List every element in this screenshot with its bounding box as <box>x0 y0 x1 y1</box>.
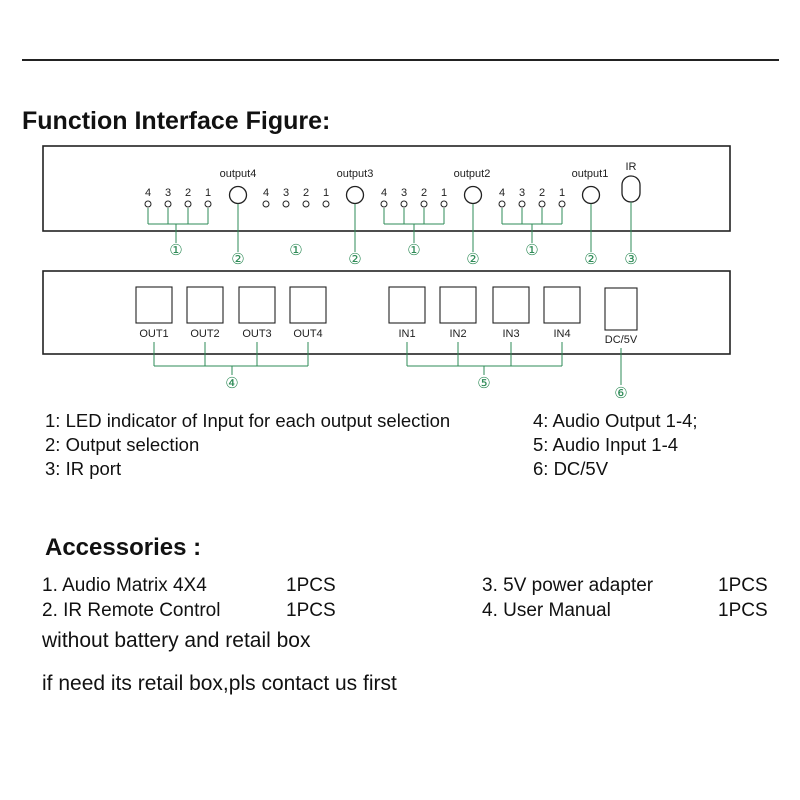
led-number-label: 1 <box>441 187 447 199</box>
callout-dc-power: ⑥ <box>614 385 627 402</box>
audio-out-port-label: OUT4 <box>293 328 322 340</box>
audio-in-port-jack-icon <box>543 286 581 324</box>
front-panel <box>42 145 731 232</box>
output-selection-label: output2 <box>454 168 491 180</box>
led-number-label: 2 <box>303 187 309 199</box>
accessory-qty-4: 1PCS <box>718 600 768 621</box>
audio-out-port-jack-icon <box>135 286 173 324</box>
callout-output-selection: ② <box>466 251 479 268</box>
rear-panel <box>42 270 731 355</box>
audio-out-port-label: OUT2 <box>190 328 219 340</box>
audio-in-port-label: IN2 <box>449 328 466 340</box>
accessory-qty-1: 1PCS <box>286 575 336 596</box>
dc-power-label: DC/5V <box>605 334 638 346</box>
callout-audio-input: ⑤ <box>477 375 490 392</box>
audio-in-port-label: IN3 <box>502 328 519 340</box>
legend-item-3: 3: IR port <box>45 458 122 479</box>
led-number-label: 4 <box>263 187 269 199</box>
led-number-label: 2 <box>421 187 427 199</box>
note-no-box: without battery and retail box <box>42 629 311 652</box>
led-indicator-icon <box>380 200 388 208</box>
led-indicator-icon <box>498 200 506 208</box>
led-number-label: 2 <box>539 187 545 199</box>
legend-item-4: 4: Audio Output 1-4; <box>533 410 698 431</box>
led-indicator-icon <box>144 200 152 208</box>
led-indicator-icon <box>204 200 212 208</box>
accessory-name-1: 1. Audio Matrix 4X4 <box>42 575 207 596</box>
output-selection-button-icon <box>345 185 365 205</box>
callout-output-selection: ② <box>231 251 244 268</box>
led-indicator-icon <box>518 200 526 208</box>
led-indicator-icon <box>420 200 428 208</box>
audio-out-port-label: OUT1 <box>139 328 168 340</box>
led-number-label: 1 <box>205 187 211 199</box>
callout-led-indicator: ① <box>525 242 538 259</box>
output-selection-label: output1 <box>572 168 609 180</box>
callout-audio-output: ④ <box>225 375 238 392</box>
audio-out-port-label: OUT3 <box>242 328 271 340</box>
output-selection-button-icon <box>463 185 483 205</box>
output-selection-button-icon <box>228 185 248 205</box>
legend-item-1: 1: LED indicator of Input for each outpu… <box>45 410 451 431</box>
led-number-label: 3 <box>165 187 171 199</box>
ir-label: IR <box>626 161 637 173</box>
callout-output-selection: ② <box>348 251 361 268</box>
led-indicator-icon <box>184 200 192 208</box>
led-indicator-icon <box>164 200 172 208</box>
led-number-label: 4 <box>145 187 151 199</box>
callout-led-indicator: ① <box>407 242 420 259</box>
audio-out-port-jack-icon <box>186 286 224 324</box>
output-selection-label: output4 <box>220 168 257 180</box>
callout-output-selection: ② <box>584 251 597 268</box>
dc-power-jack-icon <box>604 287 638 331</box>
led-number-label: 4 <box>381 187 387 199</box>
led-indicator-icon <box>302 200 310 208</box>
led-indicator-icon <box>262 200 270 208</box>
led-indicator-icon <box>282 200 290 208</box>
audio-in-port-label: IN4 <box>553 328 570 340</box>
audio-in-port-jack-icon <box>492 286 530 324</box>
accessory-name-2: 2. IR Remote Control <box>42 600 221 621</box>
led-indicator-icon <box>400 200 408 208</box>
legend-item-2: 2: Output selection <box>45 434 200 455</box>
accessory-name-4: 4. User Manual <box>482 600 611 621</box>
led-indicator-icon <box>322 200 330 208</box>
led-number-label: 3 <box>283 187 289 199</box>
callout-led-indicator: ① <box>289 242 302 259</box>
led-number-label: 3 <box>401 187 407 199</box>
audio-in-port-jack-icon <box>439 286 477 324</box>
legend-right: 4: Audio Output 1-4; 5: Audio Input 1-4 … <box>533 409 698 481</box>
led-number-label: 1 <box>559 187 565 199</box>
audio-in-port-jack-icon <box>388 286 426 324</box>
accessory-name-3: 3. 5V power adapter <box>482 575 654 596</box>
ir-port-icon <box>621 175 641 203</box>
interface-diagram: 4 3 2 1 ① 4 3 2 1 ① 4 3 2 1 ① 4 3 2 1 ① output4 ② output3 ② outp… <box>42 145 731 402</box>
legend-left: 1: LED indicator of Input for each outpu… <box>45 409 450 481</box>
audio-in-port-label: IN1 <box>398 328 415 340</box>
output-selection-label: output3 <box>337 168 374 180</box>
accessories-title: Accessories : <box>45 534 202 561</box>
output-selection-button-icon <box>581 185 601 205</box>
callout-ir-port: ③ <box>624 251 637 268</box>
led-indicator-icon <box>538 200 546 208</box>
top-divider <box>22 59 779 61</box>
accessory-qty-2: 1PCS <box>286 600 336 621</box>
legend-item-5: 5: Audio Input 1-4 <box>533 434 679 455</box>
legend-item-6: 6: DC/5V <box>533 458 609 479</box>
callout-led-indicator: ① <box>169 242 182 259</box>
led-number-label: 1 <box>323 187 329 199</box>
audio-out-port-jack-icon <box>238 286 276 324</box>
led-number-label: 3 <box>519 187 525 199</box>
led-indicator-icon <box>558 200 566 208</box>
accessory-qty-3: 1PCS <box>718 575 768 596</box>
page-title: Function Interface Figure: <box>22 107 331 135</box>
audio-out-port-jack-icon <box>289 286 327 324</box>
note-contact: if need its retail box,pls contact us fi… <box>42 672 397 695</box>
led-indicator-icon <box>440 200 448 208</box>
led-number-label: 2 <box>185 187 191 199</box>
led-number-label: 4 <box>499 187 505 199</box>
